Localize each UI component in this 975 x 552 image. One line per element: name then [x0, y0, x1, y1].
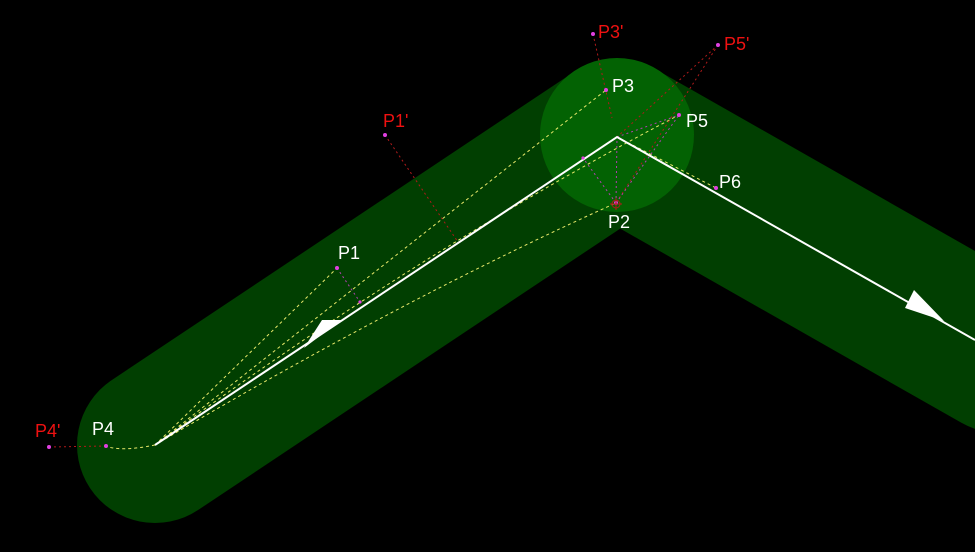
label-p3-reflected: P3' [598, 22, 623, 42]
point-p5-reflected[interactable] [716, 43, 720, 47]
label-p3: P3 [612, 76, 634, 96]
point-p3[interactable] [604, 88, 608, 92]
point-p1-foot [358, 300, 362, 304]
guide-p1r [384, 134, 459, 243]
guide-p2-turn [615, 136, 618, 204]
point-p4[interactable] [104, 444, 108, 448]
direction-arrow-down [905, 290, 944, 321]
guide-turn-p5 [616, 114, 680, 138]
label-p1-reflected: P1' [383, 111, 408, 131]
label-p2: P2 [608, 212, 630, 232]
guide-p4-p2 [154, 202, 617, 446]
label-p5-reflected: P5' [724, 34, 749, 54]
guide-p1-path [336, 267, 361, 303]
guide-p2-left [582, 157, 617, 204]
point-p1-reflected[interactable] [383, 133, 387, 137]
direction-arrow-up [304, 320, 341, 348]
point-p4-reflected[interactable] [47, 445, 51, 449]
guide-p4-curl [105, 444, 156, 450]
label-p6: P6 [719, 172, 741, 192]
guide-p4-p5 [154, 114, 680, 446]
point-p6[interactable] [714, 186, 718, 190]
label-p4-reflected: P4' [35, 421, 60, 441]
point-p1[interactable] [335, 266, 339, 270]
label-p4: P4 [92, 419, 114, 439]
guide-p3r [592, 33, 613, 119]
guide-p4-p1 [154, 267, 338, 446]
point-p5[interactable] [677, 113, 681, 117]
red-guides [48, 33, 719, 448]
guide-p2-p5 [615, 114, 680, 204]
point-p2-foot [581, 156, 585, 160]
p2-crosshair [610, 198, 622, 210]
magenta-guides [336, 114, 680, 303]
point-p3-reflected[interactable] [591, 32, 595, 36]
label-p1: P1 [338, 243, 360, 263]
turn-circle [540, 58, 694, 212]
guide-p5r-b [615, 44, 719, 204]
label-p5: P5 [686, 111, 708, 131]
